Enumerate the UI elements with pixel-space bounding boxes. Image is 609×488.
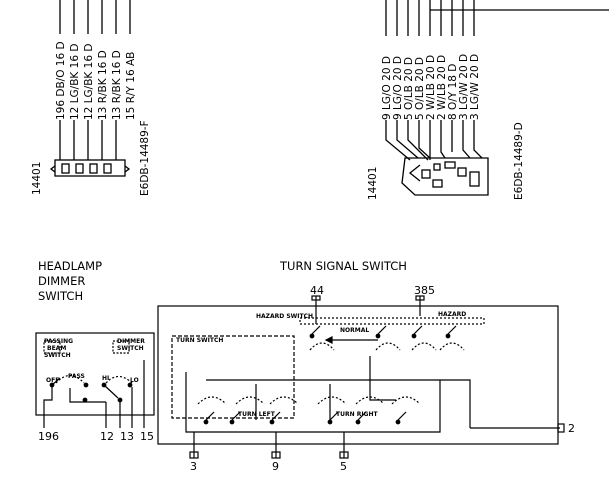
passing-beam-line-2: BEAM: [47, 345, 66, 352]
pin-12: 12: [100, 430, 114, 443]
label-turn-left: TURN LEFT: [238, 411, 276, 418]
connector-left: [49, 0, 131, 177]
label-turn-right: TURN RIGHT: [336, 411, 378, 418]
connector-right-number: 14401: [367, 167, 379, 200]
turn-signal-switch: [157, 295, 565, 459]
label-pin-2: 2: [568, 422, 575, 435]
connector-left-wire-5: 13 R/BK 16 D: [111, 50, 123, 120]
label-turn-switch: TURN SWITCH: [176, 337, 223, 344]
headlamp-title-line-1: HEADLAMP: [38, 259, 102, 273]
headlamp-inner-labels: PASSING BEAM SWITCH DIMMER SWITCH OFF PA…: [44, 338, 145, 384]
connector-right-wire-3: 5 O/LB 20 D: [403, 57, 415, 120]
connector-right-labels: 9 LG/O 20 D 9 LG/O 20 D 5 O/LB 20 D 5 O/…: [367, 54, 525, 200]
label-pin-5: 5: [340, 460, 347, 473]
connector-left-wire-2: 12 LG/BK 16 D: [69, 44, 81, 120]
label-normal: NORMAL: [340, 327, 369, 334]
connector-right-wire-1: 9 LG/O 20 D: [381, 56, 393, 120]
connector-right-wire-6: 2 W/LB 20 D: [436, 55, 448, 120]
connector-left-wire-6: 15 R/Y 16 AB: [125, 52, 137, 120]
label-hazard: HAZARD: [438, 311, 466, 318]
connector-left-wire-1: 196 DB/O 16 D: [55, 41, 67, 120]
label-hi: HI: [102, 375, 109, 382]
label-pin-385: 385: [414, 284, 435, 297]
headlamp-pins: 196 12 13 15: [38, 430, 154, 443]
headlamp-title-line-2: DIMMER: [38, 274, 85, 288]
label-pin-44: 44: [310, 284, 324, 297]
headlamp-switch: [35, 332, 155, 428]
pin-196: 196: [38, 430, 59, 443]
connector-right-wire-7: 8 O/Y 18 D: [447, 64, 459, 120]
label-pass: PASS: [68, 373, 85, 380]
connector-right-wire-5: 2 W/LB 20 D: [425, 55, 437, 120]
connector-left-part: E6DB-14489-F: [139, 120, 151, 196]
connector-right: [385, 0, 609, 196]
dimmer-line-1: DIMMER: [117, 338, 145, 345]
turn-signal-title: TURN SIGNAL SWITCH: [279, 259, 407, 273]
passing-beam-line-1: PASSING: [44, 338, 73, 345]
passing-beam-line-3: SWITCH: [44, 352, 71, 359]
pin-15: 15: [140, 430, 154, 443]
pin-13: 13: [120, 430, 134, 443]
label-pin-3: 3: [190, 460, 197, 473]
dimmer-line-2: SWITCH: [117, 345, 144, 352]
connector-left-labels: 196 DB/O 16 D 12 LG/BK 16 D 12 LG/BK 16 …: [31, 41, 151, 196]
label-pin-9: 9: [272, 460, 279, 473]
connector-right-wire-8: 3 LG/W 20 D: [458, 54, 470, 120]
connector-right-wire-4: 5 O/LB 20 D: [414, 57, 426, 120]
turn-signal-labels: 44 385 HAZARD SWITCH NORMAL HAZARD TURN …: [176, 284, 575, 473]
connector-right-wire-9: 3 LG/W 20 D: [469, 54, 481, 120]
connector-right-wire-2: 9 LG/O 20 D: [392, 56, 404, 120]
headlamp-title-line-3: SWITCH: [38, 289, 83, 303]
connector-left-wire-4: 13 R/BK 16 D: [97, 50, 109, 120]
label-hazard-switch: HAZARD SWITCH: [256, 313, 313, 320]
connector-left-number: 14401: [31, 162, 43, 195]
label-off: OFF: [46, 377, 59, 384]
label-lo: LO: [130, 377, 139, 384]
connector-left-wire-3: 12 LG/BK 16 D: [83, 44, 95, 120]
headlamp-section-labels: HEADLAMP DIMMER SWITCH: [38, 259, 102, 303]
connector-right-part: E6DB-14489-D: [513, 122, 525, 200]
